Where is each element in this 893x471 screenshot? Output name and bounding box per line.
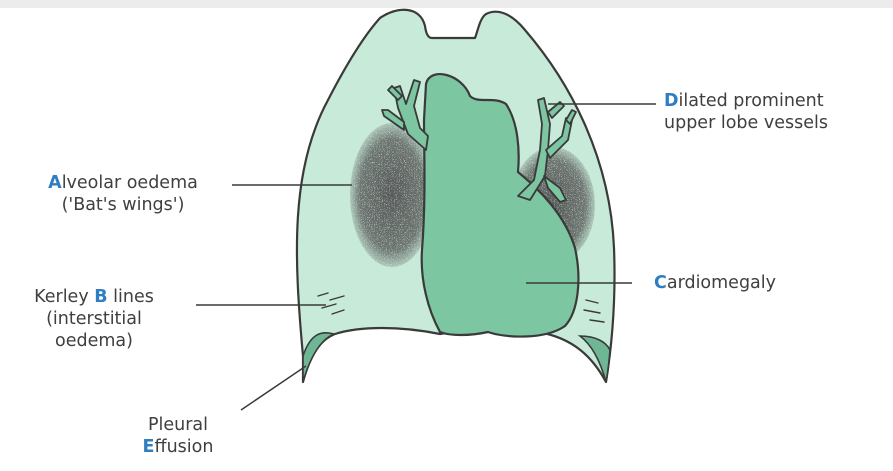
pleural-line2: ffusion [155,437,214,457]
label-dilated-vessels: Dilated prominent upper lobe vessels [664,90,828,134]
letter-d: D [664,91,679,111]
letter-b: B [94,287,107,307]
kerley-line1-pre: Kerley [34,287,94,307]
label-kerley-b: Kerley B lines (interstitial oedema) [6,286,182,352]
dilated-vessels-line1: ilated prominent [679,91,824,111]
kerley-line3: oedema) [6,330,182,352]
label-cardiomegaly: Cardiomegaly [654,272,776,294]
label-alveolar-oedema: Alveolar oedema ('Bat's wings') [18,172,228,216]
leader-pleural-effusion [241,366,306,410]
alveolar-oedema-line2: ('Bat's wings') [18,194,228,216]
kerley-line2: (interstitial [6,308,182,330]
cardiomegaly-text: ardiomegaly [667,273,776,293]
letter-c: C [654,273,667,293]
kerley-line1-post: lines [108,287,154,307]
alveolar-oedema-line1: lveolar oedema [62,173,198,193]
label-pleural-effusion: Pleural Effusion [124,414,232,458]
letter-a: A [48,173,62,193]
dilated-vessels-line2: upper lobe vessels [664,112,828,134]
pleural-line1: Pleural [124,414,232,436]
letter-e: E [143,437,155,457]
